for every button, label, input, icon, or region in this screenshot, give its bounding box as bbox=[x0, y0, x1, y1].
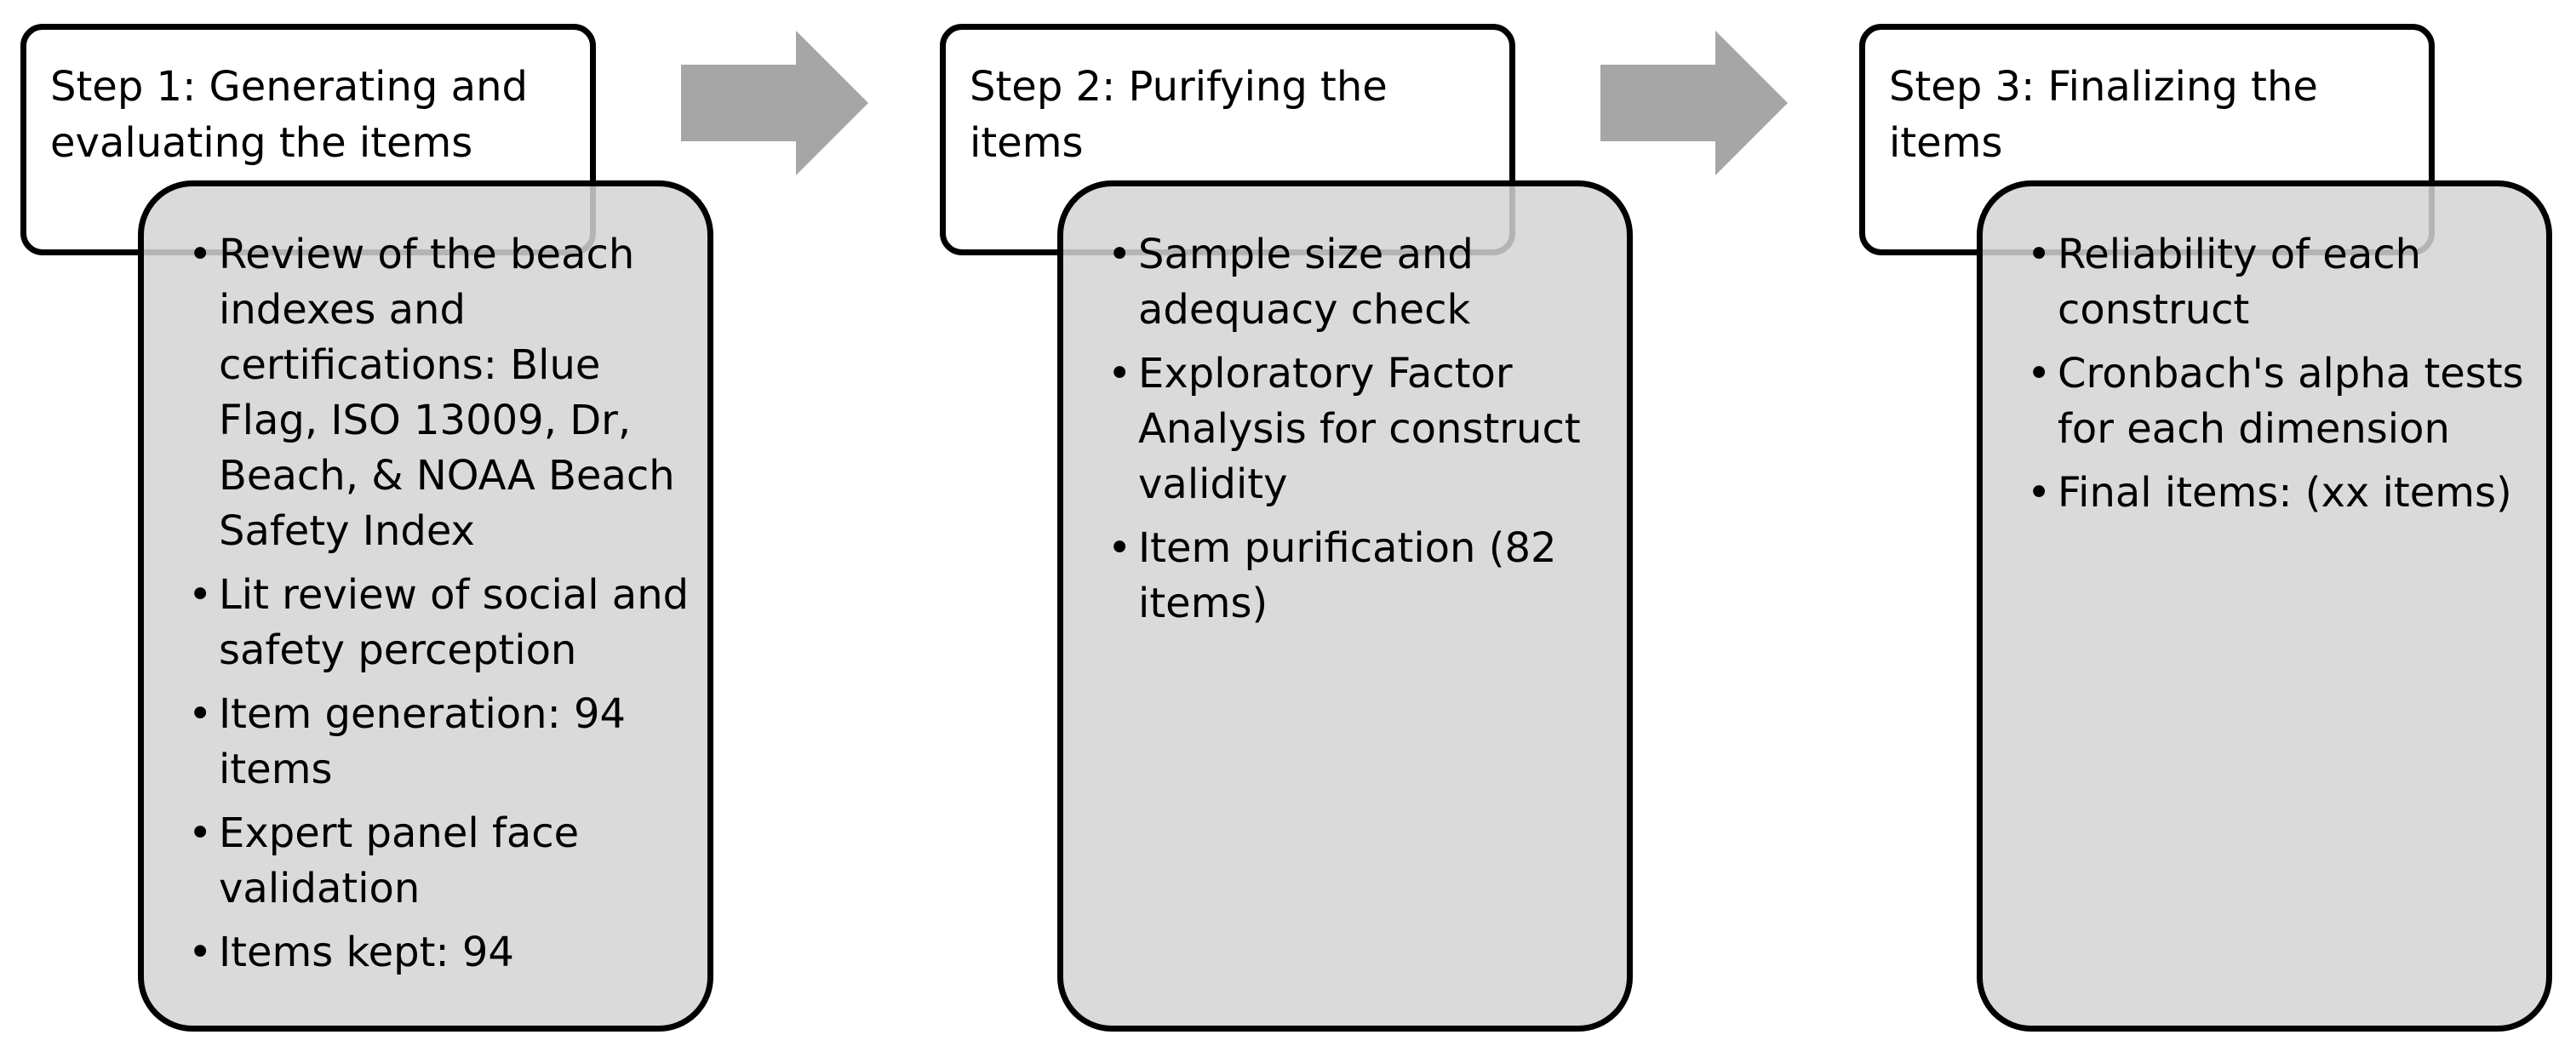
step-2-item-list: Sample size and adequacy check Explorato… bbox=[1108, 227, 1610, 632]
step-2-item: Item purification (82 items) bbox=[1108, 521, 1610, 632]
step-2-item: Sample size and adequacy check bbox=[1108, 227, 1610, 338]
step-1-title: Step 1: Generating and evaluating the it… bbox=[50, 63, 528, 167]
step-3-item: Reliability of each construct bbox=[2027, 227, 2529, 338]
right-arrow-icon bbox=[1600, 31, 1788, 175]
right-arrow-icon bbox=[681, 31, 868, 175]
step-3-item: Final items: (xx items) bbox=[2027, 466, 2529, 521]
step-3-body: Reliability of each construct Cronbach's… bbox=[1977, 180, 2552, 1032]
step-2-item: Exploratory Factor Analysis for construc… bbox=[1108, 346, 1610, 512]
step-2-title: Step 2: Purifying the items bbox=[970, 63, 1388, 167]
step-3-item-list: Reliability of each construct Cronbach's… bbox=[2027, 227, 2529, 521]
step-1-item: Lit review of social and safety percepti… bbox=[188, 568, 690, 678]
step-3-title: Step 3: Finalizing the items bbox=[1889, 63, 2318, 167]
step-1-item: Expert panel face validation bbox=[188, 806, 690, 917]
step-1-item: Items kept: 94 bbox=[188, 925, 690, 981]
step-1-item: Review of the beach indexes and certific… bbox=[188, 227, 690, 559]
step-1-body: Review of the beach indexes and certific… bbox=[138, 180, 713, 1032]
step-2-body: Sample size and adequacy check Explorato… bbox=[1057, 180, 1633, 1032]
step-1-item: Item generation: 94 items bbox=[188, 687, 690, 798]
step-1-item-list: Review of the beach indexes and certific… bbox=[188, 227, 690, 981]
step-3-item: Cronbach's alpha tests for each dimensio… bbox=[2027, 346, 2529, 457]
